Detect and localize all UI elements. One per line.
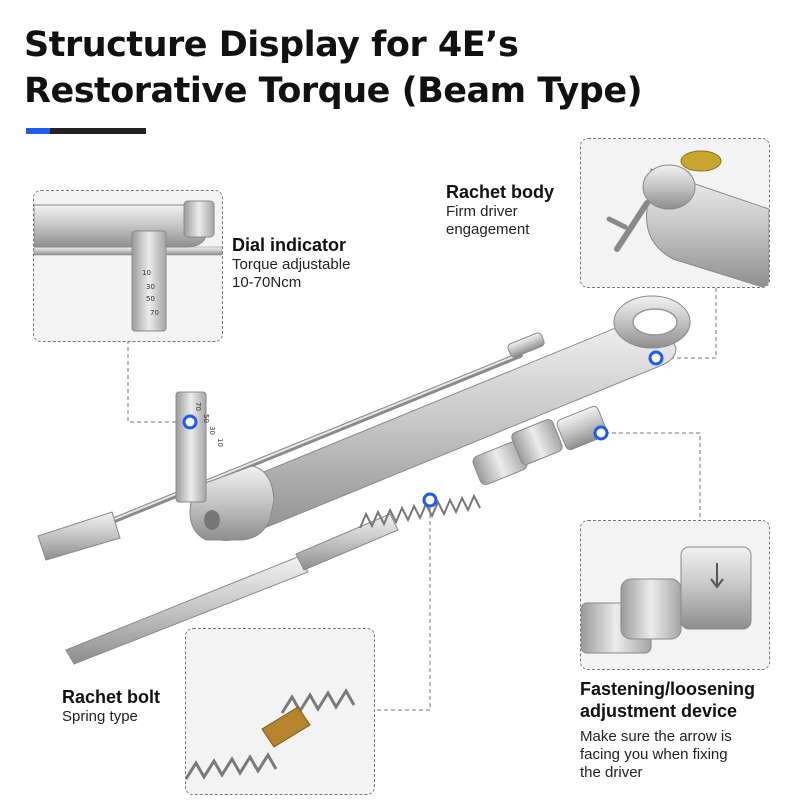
spring (359, 493, 481, 529)
rachet-bolt (65, 405, 608, 665)
marker-body (648, 350, 664, 366)
inset-rachet-body (580, 138, 770, 288)
marker-bolt (422, 492, 438, 508)
marker-adjust (593, 425, 609, 441)
scale-mark-70: 70 (194, 402, 202, 411)
callout-rachet-body-desc-2: engagement (446, 221, 530, 238)
inset-dial-indicator: 10 30 50 70 (33, 190, 223, 342)
callout-dial-indicator-desc-2: 10-70Ncm (232, 274, 302, 291)
marker-dial (182, 414, 198, 430)
dial-inset-mark-30: 30 (146, 283, 155, 291)
callout-dial-indicator-desc-1: Torque adjustable (232, 256, 351, 273)
scale-mark-30: 30 (208, 426, 216, 435)
page-title-line-1: Structure Display for 4E’s (24, 25, 519, 65)
spring-detail-image (186, 629, 374, 794)
leader-lines (127, 288, 717, 711)
arrow-icon (710, 563, 724, 589)
callout-rachet-body: Rachet body Firm driver engagement (446, 181, 554, 239)
callout-fastening-desc-2: facing you when fixing (580, 746, 728, 763)
inset-rachet-bolt (185, 628, 375, 795)
callout-fastening-heading-1: Fastening/loosening (580, 679, 756, 699)
leader-body (656, 288, 717, 359)
callout-fastening: Fastening/loosening adjustment device Ma… (580, 678, 755, 782)
dial-inset-mark-50: 50 (146, 295, 155, 303)
callout-dial-indicator: Dial indicator Torque adjustable 10-70Nc… (232, 234, 350, 292)
scale-mark-10: 10 (216, 438, 224, 447)
callout-rachet-bolt-heading: Rachet bolt (62, 687, 161, 707)
callout-fastening-desc-3: the driver (580, 764, 643, 781)
callout-rachet-bolt-desc-1: Spring type (62, 708, 138, 725)
dial-inset-mark-10: 10 (142, 269, 151, 277)
scale-mark-50: 50 (202, 414, 210, 423)
callout-rachet-body-heading: Rachet body (446, 182, 555, 202)
title-underline (26, 128, 146, 134)
inset-adjustment-device (580, 520, 770, 670)
callout-dial-indicator-heading: Dial indicator (232, 235, 347, 255)
callout-fastening-heading-2: adjustment device (580, 701, 738, 721)
dial-inset-mark-70: 70 (150, 309, 159, 317)
beam-rod (87, 332, 545, 533)
beam-tip (37, 511, 121, 561)
dial-detail-image: 10 30 50 70 (34, 191, 222, 341)
page-title: Structure Display for 4E’s Restorative T… (24, 22, 643, 114)
callout-fastening-desc-1: Make sure the arrow is (580, 728, 732, 745)
adjustment-device-detail-image (581, 521, 769, 669)
callout-rachet-body-desc-1: Firm driver (446, 203, 518, 220)
page-title-line-2: Restorative Torque (Beam Type) (24, 71, 643, 111)
leader-adjust (605, 432, 701, 520)
callout-rachet-bolt: Rachet bolt Spring type (62, 686, 160, 726)
main-handle (189, 295, 691, 541)
rachet-body-detail-image (581, 139, 769, 287)
leader-bolt (372, 500, 431, 711)
markers (182, 350, 664, 508)
